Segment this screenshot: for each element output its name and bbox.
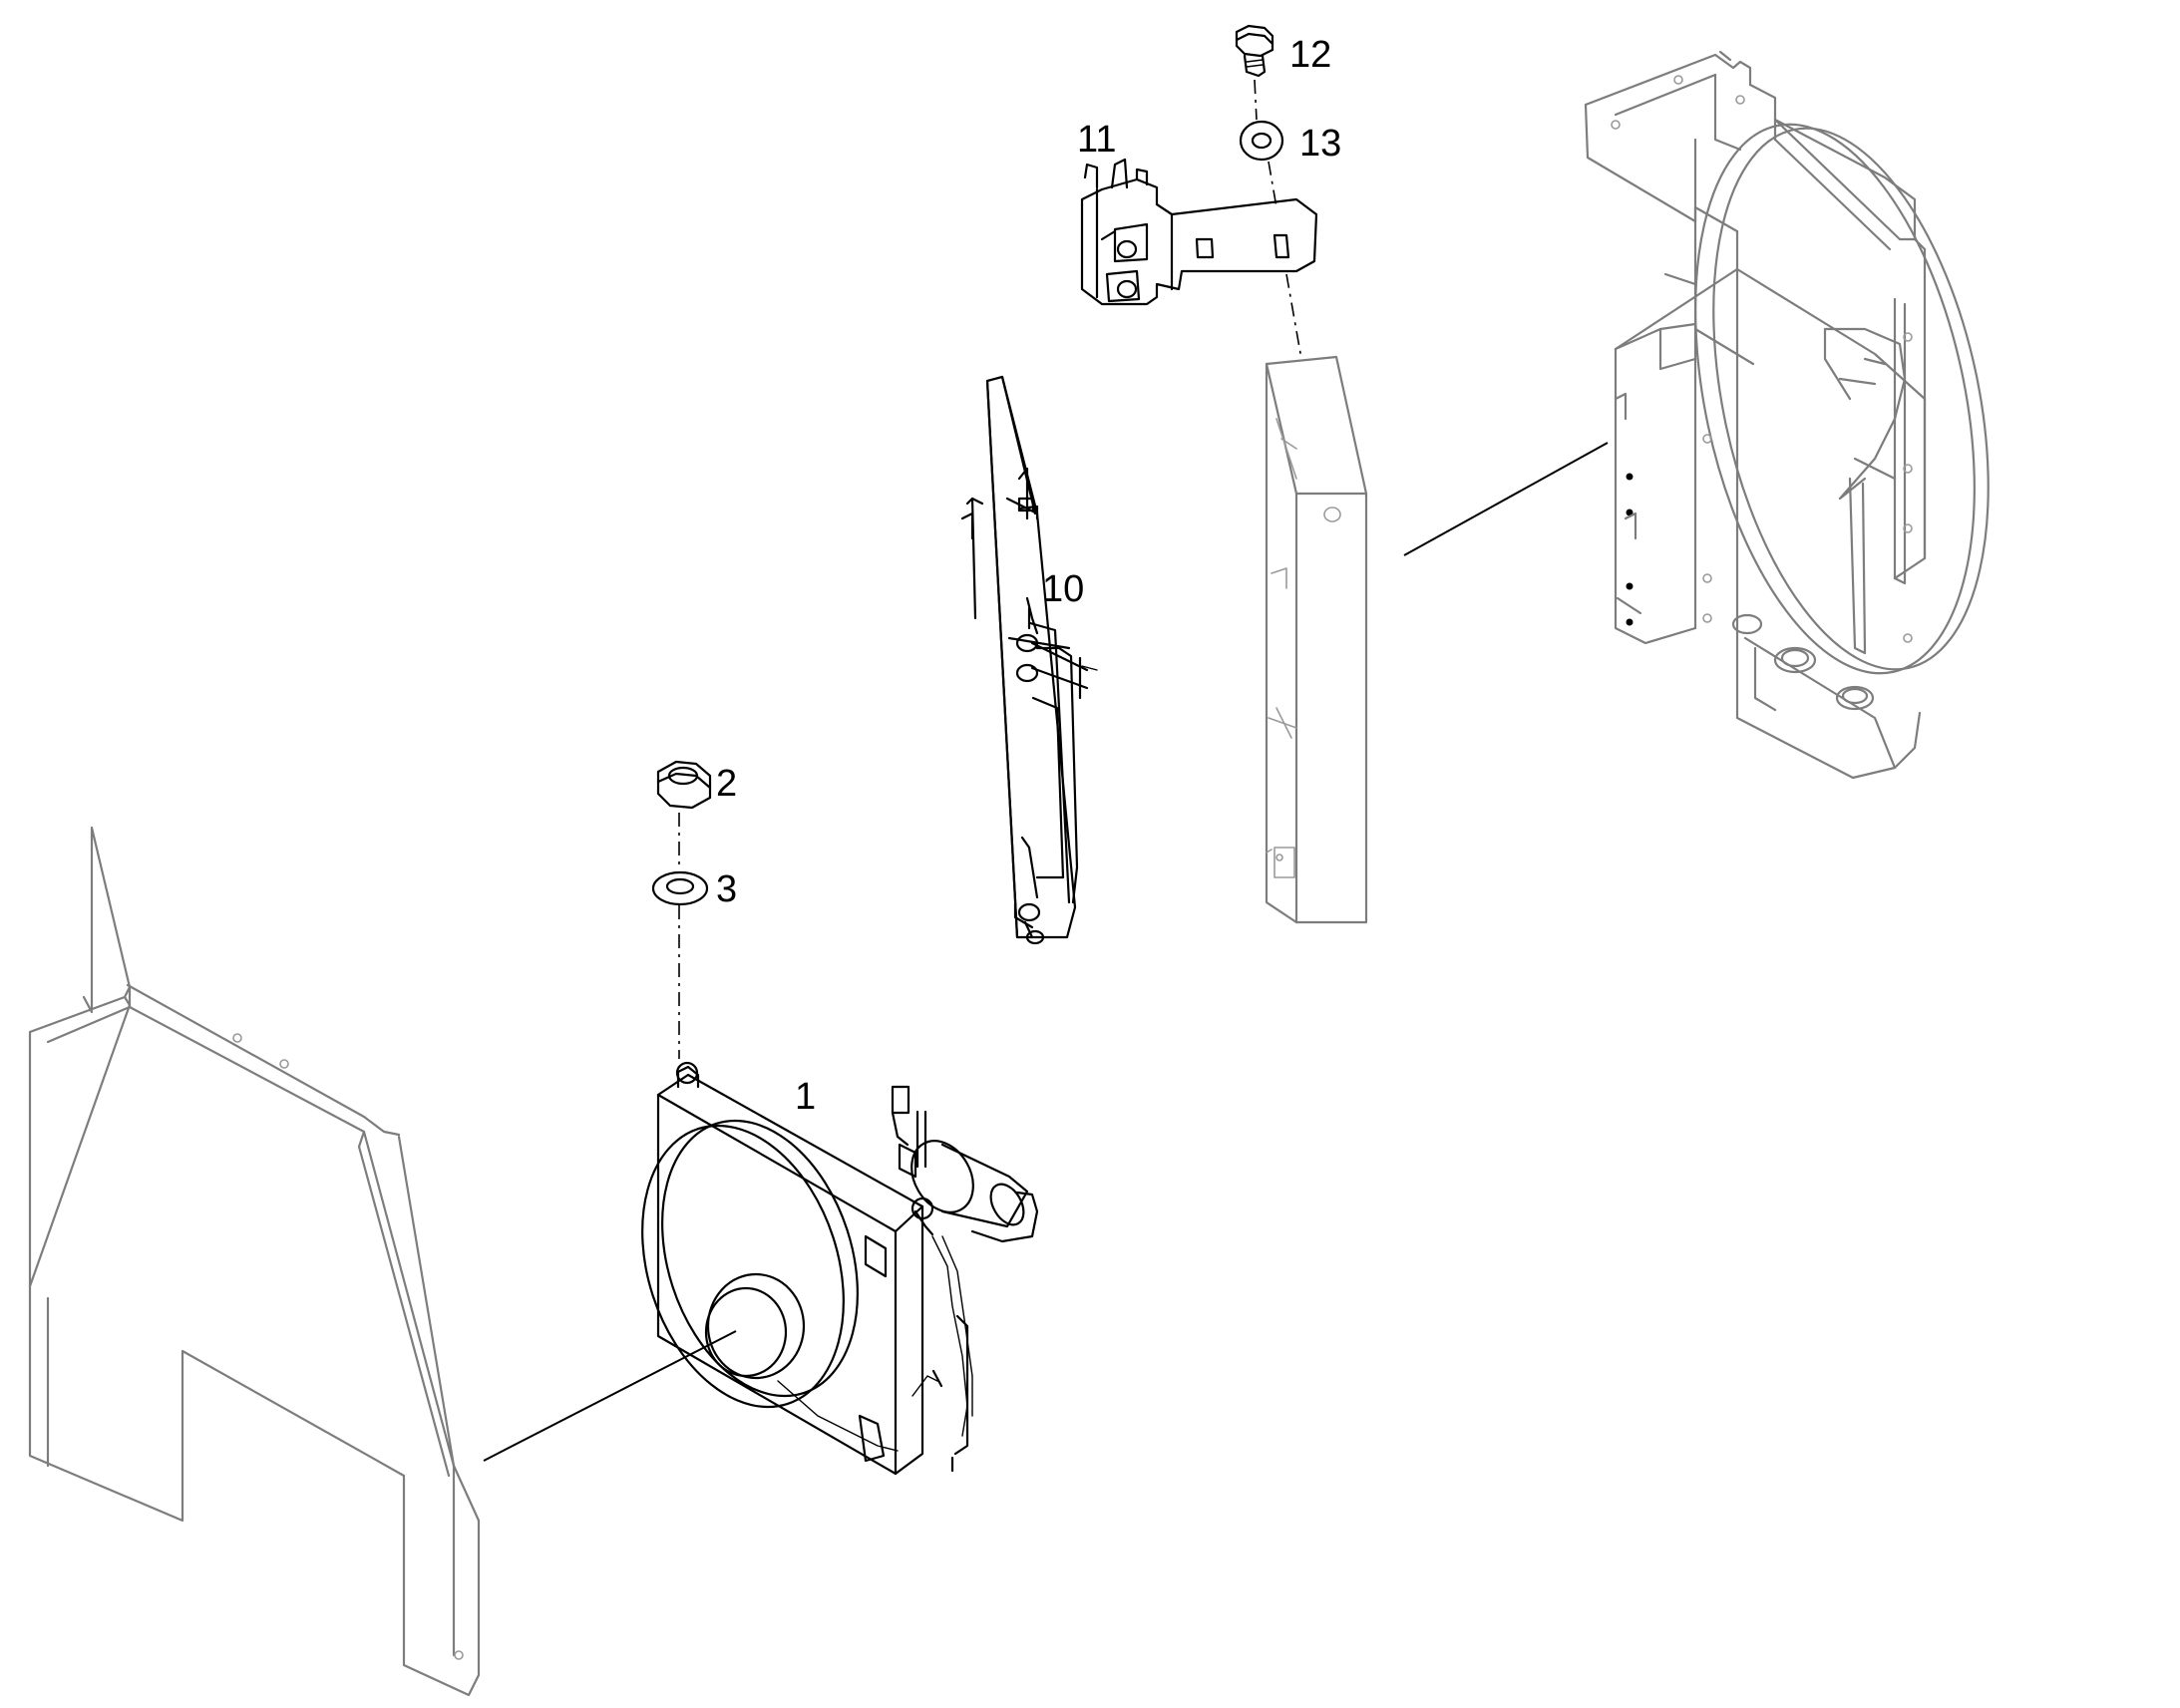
callout-10: 10 <box>1042 568 1084 610</box>
callout-3: 3 <box>716 868 737 910</box>
flat-washer <box>651 870 709 906</box>
hex-nut <box>656 760 712 810</box>
axis-line-washer-upper <box>1268 161 1277 208</box>
shroud-panel <box>28 826 481 1697</box>
callout-2: 2 <box>716 763 737 805</box>
leader-frame <box>1403 442 1609 556</box>
mounting-bracket <box>1080 158 1318 306</box>
ghost-fan-frame <box>1584 50 1990 780</box>
leader-shroud <box>483 1330 737 1462</box>
condenser-core <box>960 375 1098 945</box>
callout-1: 1 <box>795 1076 816 1118</box>
lock-washer <box>1239 120 1284 162</box>
callout-13: 13 <box>1299 123 1341 165</box>
callout-12: 12 <box>1289 34 1331 76</box>
cap-screw <box>1235 24 1274 78</box>
ghost-cooler <box>1265 355 1368 924</box>
cooler-fan-assembly <box>641 1061 1039 1476</box>
axis-line-screw <box>1254 79 1258 121</box>
axis-line-bracket <box>1285 273 1302 360</box>
callout-11: 11 <box>1077 119 1116 161</box>
